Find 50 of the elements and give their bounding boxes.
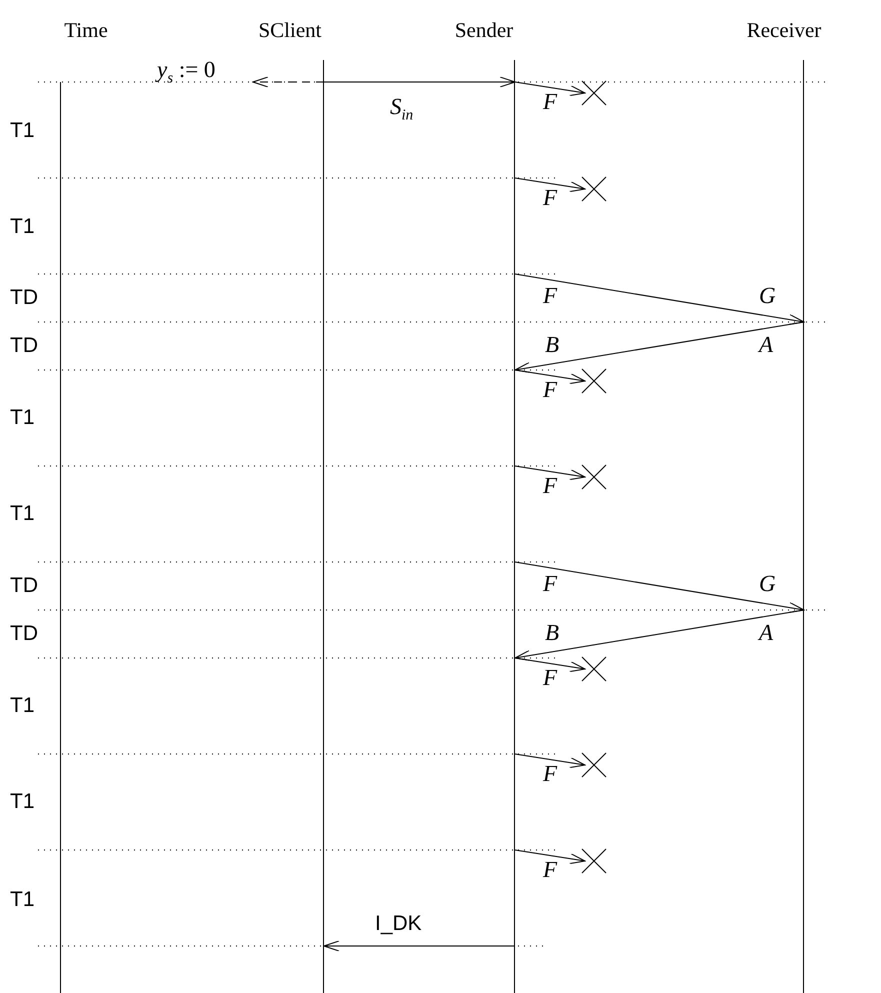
message-label: F [543,284,558,307]
time-label: T1 [10,791,35,812]
time-label: T1 [10,120,35,141]
message-label: F [543,762,558,785]
message-arrow [514,466,586,480]
time-label: T1 [10,407,35,428]
message-arrow [252,76,324,88]
message-label: F [543,378,558,401]
message-label: A [759,333,774,356]
message-label: F [543,474,558,497]
message-arrow [324,940,516,952]
lifeline [323,60,325,993]
time-label: T1 [10,889,35,910]
time-label: TD [10,287,38,308]
message-arrow [514,754,586,768]
lifeline [514,60,516,993]
message-label: F [543,572,558,595]
lifeline [803,60,805,993]
message-label: F [543,666,558,689]
message-label: F [543,90,558,113]
message-label: S$_{in}$ [390,95,414,124]
message-label: F [543,858,558,881]
time-label: T1 [10,216,35,237]
message-arrow [514,322,804,373]
message-arrow [514,274,804,325]
lifeline-heading: Time [64,20,108,41]
time-label: TD [10,575,38,596]
event-label: G [759,284,776,307]
event-label: B [545,621,560,644]
message-label: I_DK [375,913,422,934]
message-arrow [514,610,804,661]
message-label: A [759,621,774,644]
lifeline-heading: Sender [454,20,514,41]
event-label: G [759,572,776,595]
event-label: B [545,333,560,356]
message-arrow [324,76,516,88]
time-label: T1 [10,695,35,716]
lifeline-heading: SClient [258,20,322,41]
message-arrow [514,658,586,672]
message-label: F [543,186,558,209]
lifeline [60,82,62,993]
lifeline-heading: Receiver [746,20,822,41]
message-arrow [514,82,586,96]
message-arrow [514,178,586,192]
time-label: TD [10,335,38,356]
message-arrow [514,370,586,384]
message-arrow [514,562,804,613]
time-label: TD [10,623,38,644]
time-label: T1 [10,503,35,524]
message-arrow [514,850,586,864]
